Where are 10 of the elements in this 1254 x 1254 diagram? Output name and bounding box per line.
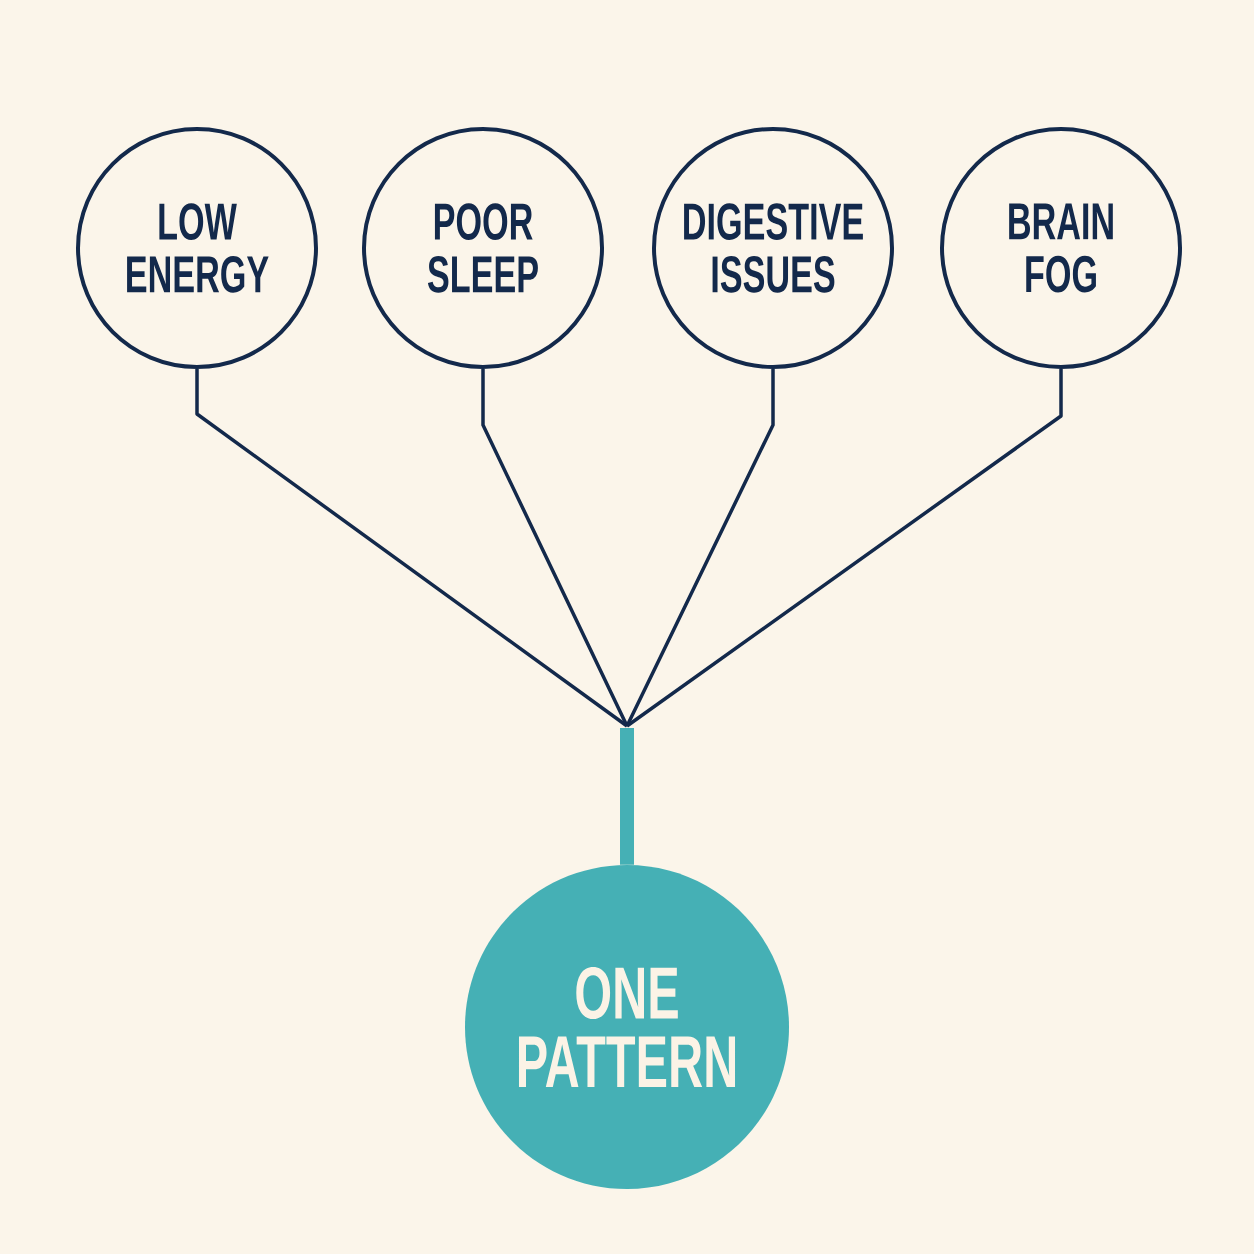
filled-circle-node: ONE PATTERN [465,865,789,1189]
connector-line [481,369,629,727]
connector-line [195,369,629,728]
connector-line [626,369,1063,728]
trunk-line [620,728,634,865]
circle-node: POOR SLEEP [362,127,604,369]
circle-node: DIGESTIVE ISSUES [652,127,894,369]
circle-node: BRAIN FOG [940,127,1182,369]
connector-line [625,369,775,727]
circle-node: LOW ENERGY [76,127,318,369]
